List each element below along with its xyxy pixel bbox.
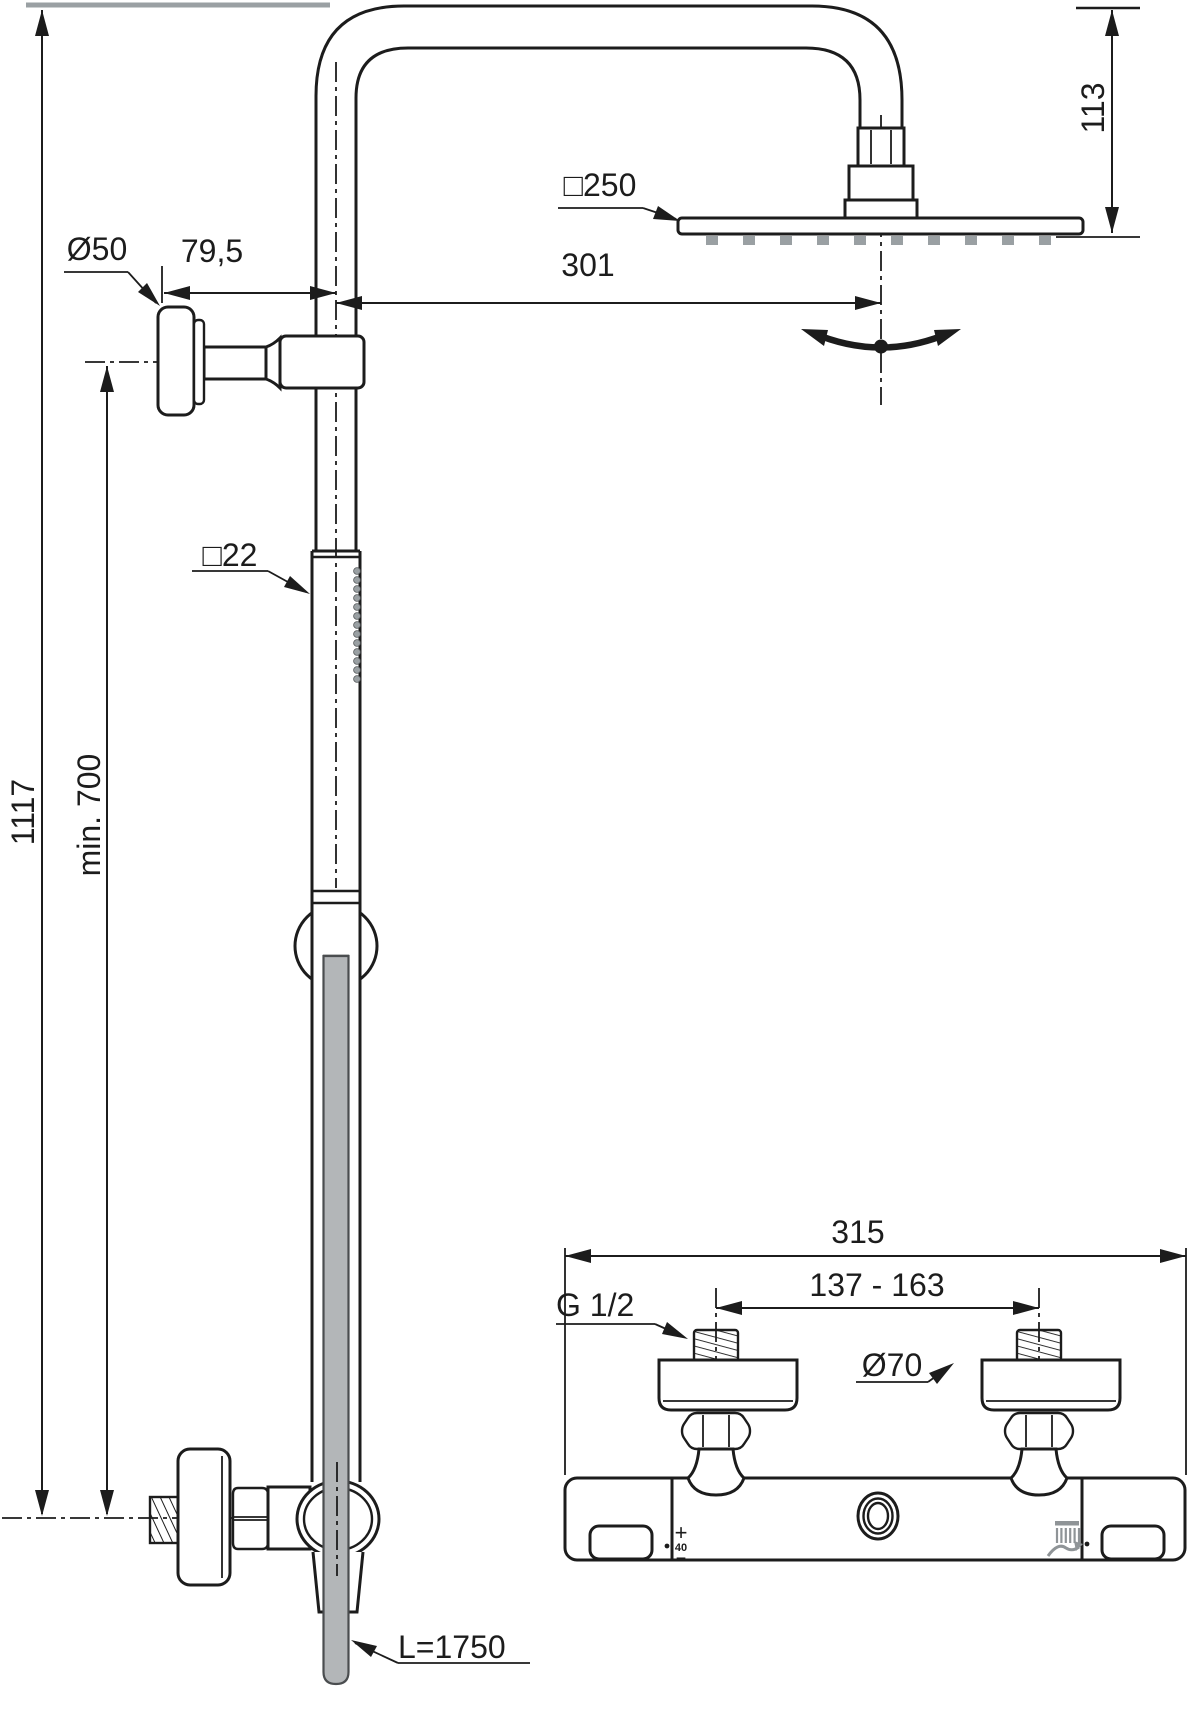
flow-index-dot xyxy=(1084,1541,1090,1547)
label-text-thread-size: G 1/2 xyxy=(556,1287,634,1323)
riser-and-arm xyxy=(310,4,904,1482)
grip-bead-texture xyxy=(353,567,361,683)
dim-total-height: 1117 xyxy=(5,10,49,1516)
label-text-flange-diameter: Ø50 xyxy=(67,231,127,267)
dim-head-reach: 301 xyxy=(336,247,881,310)
mixer-inlet-right xyxy=(980,1328,1122,1497)
wall-escutcheon xyxy=(176,1447,232,1587)
label-union-diameter: Ø70 xyxy=(856,1347,954,1384)
dim-mixer-width: 315 xyxy=(564,1214,1187,1475)
dim-inlet-spacing: 137 - 163 xyxy=(716,1267,1039,1315)
dim-wall-offset: 79,5 xyxy=(161,233,336,303)
label-pipe-profile: □22 xyxy=(192,537,310,594)
mixer-outlet-port xyxy=(856,1491,900,1541)
label-head-size: □250 xyxy=(558,167,680,221)
hand-shower-wand xyxy=(322,954,350,1686)
temp-plus-label: + xyxy=(675,1520,688,1545)
label-flange-diameter: Ø50 xyxy=(64,231,160,306)
mixer-body xyxy=(563,1476,1187,1562)
label-hose-length: L=1750 xyxy=(351,1629,530,1665)
dim-label-head-drop: 113 xyxy=(1075,82,1111,133)
swivel-arrow-icon xyxy=(801,329,961,354)
flow-markings xyxy=(1046,1521,1090,1557)
dim-label-head-reach: 301 xyxy=(561,247,614,283)
dim-label-mixer-width: 315 xyxy=(831,1214,884,1250)
overhead-spray-icon xyxy=(1055,1521,1079,1526)
label-text-hose-length: L=1750 xyxy=(398,1629,506,1665)
dim-label-min-wall-height: min. 700 xyxy=(71,754,107,877)
wall-bracket xyxy=(156,305,366,417)
thermostatic-mixer: + 40 − xyxy=(563,1328,1187,1568)
hand-spray-wave-icon xyxy=(1046,1544,1080,1557)
flow-handle-grip xyxy=(1100,1524,1166,1561)
temperature-markings: + 40 − xyxy=(664,1520,688,1568)
wall-thread-nipple xyxy=(148,1495,181,1545)
shower-head-assembly xyxy=(676,126,1085,354)
handshower-holder xyxy=(293,889,379,990)
dim-label-inlet-spacing: 137 - 163 xyxy=(809,1267,944,1303)
temp-value-label: 40 xyxy=(675,1542,687,1554)
dim-head-drop: 113 xyxy=(1056,6,1140,238)
label-text-pipe-profile: □22 xyxy=(203,537,258,573)
head-nozzles xyxy=(706,236,1051,245)
dim-min-wall-height: min. 700 xyxy=(71,366,114,1516)
head-plate xyxy=(676,216,1085,236)
label-text-union-diameter: Ø70 xyxy=(862,1347,922,1383)
dim-label-total-height: 1117 xyxy=(5,779,41,845)
temp-index-dot xyxy=(664,1543,670,1549)
union-nut xyxy=(231,1486,270,1551)
temp-minus-label: − xyxy=(676,1548,687,1568)
label-thread-size: G 1/2 xyxy=(556,1287,688,1339)
temperature-handle-grip xyxy=(588,1524,654,1561)
dim-label-wall-offset: 79,5 xyxy=(181,233,243,269)
label-text-head-size: □250 xyxy=(564,167,637,203)
mixer-inlet-left xyxy=(657,1328,799,1497)
